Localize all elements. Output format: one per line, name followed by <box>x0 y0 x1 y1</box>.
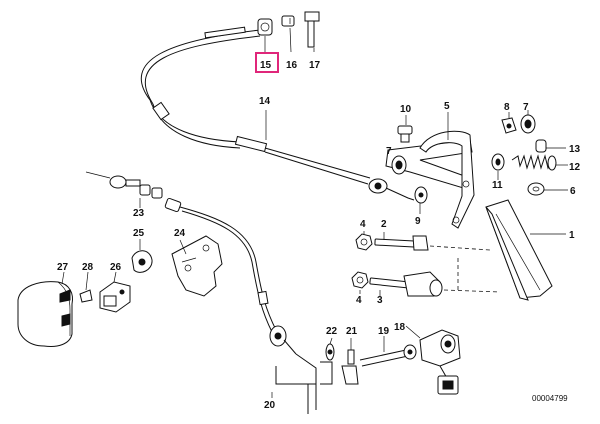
part-11-bushing <box>491 153 505 171</box>
label-11: 11 <box>492 180 503 191</box>
part-4-nut-upper <box>355 233 373 251</box>
label-15: 15 <box>260 60 272 71</box>
part-21-link <box>341 349 359 385</box>
label-21: 21 <box>346 326 358 337</box>
part-20-rod <box>275 353 333 414</box>
throttle-cable-upper <box>140 26 261 105</box>
label-28: 28 <box>82 262 94 273</box>
label-19: 19 <box>378 326 390 337</box>
part-1-pedal <box>485 199 553 301</box>
part-2-bolt <box>374 235 429 251</box>
part-26-holder <box>99 281 131 313</box>
part-24-bracket <box>171 235 223 297</box>
part-22-washer <box>325 343 335 361</box>
part-4-nut-lower <box>351 271 369 289</box>
part-15-cable-end <box>257 18 273 36</box>
part-5-bracket <box>385 130 475 229</box>
part-10-screw <box>397 125 413 143</box>
label-24: 24 <box>174 228 186 239</box>
part-16-pin <box>281 15 295 27</box>
label-27: 27 <box>57 262 69 273</box>
label-7-left: 7 <box>386 146 392 157</box>
part-9-clip <box>414 186 428 204</box>
label-17: 17 <box>309 60 321 71</box>
label-2: 2 <box>381 219 387 230</box>
part-17-bolt <box>304 11 320 48</box>
label-4-upper: 4 <box>360 219 366 230</box>
label-22: 22 <box>326 326 338 337</box>
label-12: 12 <box>569 162 581 173</box>
part-6-washer <box>527 182 545 196</box>
doc-number: 00004799 <box>532 394 568 403</box>
part-25-clip <box>131 250 153 273</box>
label-10: 10 <box>400 104 412 115</box>
label-14: 14 <box>259 96 271 107</box>
part-13-cap <box>535 139 547 153</box>
label-5: 5 <box>444 101 450 112</box>
part-27-cover <box>17 281 73 347</box>
highlight-box-15 <box>255 52 279 73</box>
label-18: 18 <box>394 322 406 333</box>
label-20: 20 <box>264 400 276 411</box>
label-16: 16 <box>286 60 298 71</box>
part-labels: 15 16 17 14 10 5 8 7 7 13 12 11 6 9 1 4 … <box>57 60 581 411</box>
label-6: 6 <box>570 186 576 197</box>
part-28-clip <box>79 289 93 303</box>
label-23: 23 <box>133 208 145 219</box>
part-8-clip <box>501 117 517 134</box>
label-8: 8 <box>504 102 510 113</box>
part-19-rod <box>359 344 417 367</box>
label-7-right: 7 <box>523 102 529 113</box>
label-13: 13 <box>569 144 581 155</box>
label-26: 26 <box>110 262 122 273</box>
label-4-lower: 4 <box>356 295 362 306</box>
part-12-spring <box>511 154 557 171</box>
part-14-cable <box>149 99 415 201</box>
label-3: 3 <box>377 295 383 306</box>
label-9: 9 <box>415 216 421 227</box>
part-23-cable <box>85 171 297 355</box>
part-3-bolt <box>369 271 443 297</box>
part-18-sensor <box>419 329 461 395</box>
part-7-bushing-left <box>391 155 407 175</box>
label-25: 25 <box>133 228 145 239</box>
part-7-bushing-right <box>520 114 536 134</box>
label-1: 1 <box>569 230 575 241</box>
